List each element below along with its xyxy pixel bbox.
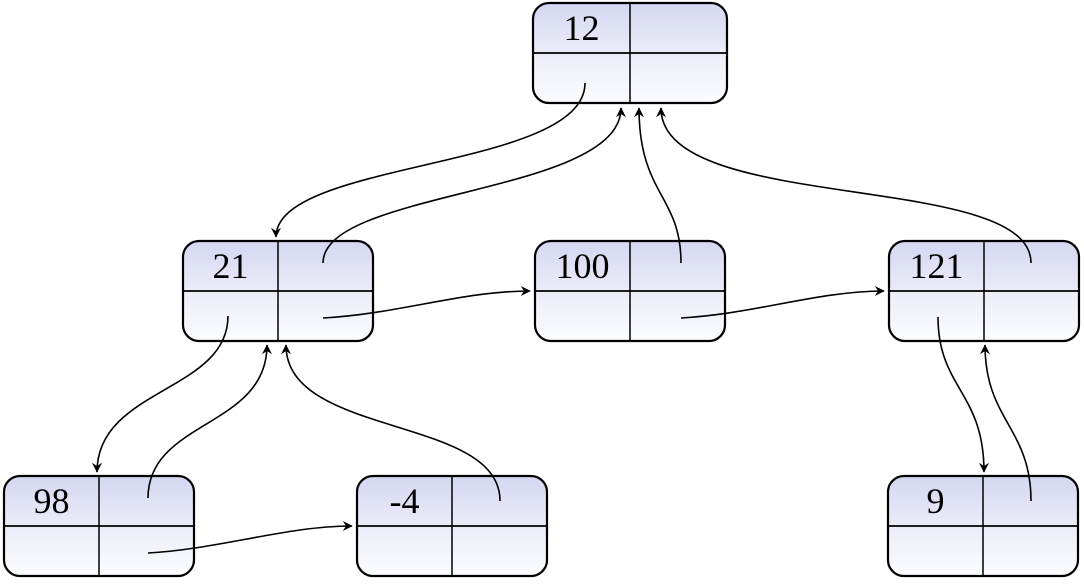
edges-layer [92,82,1032,554]
edge-child-12-to-21 [271,82,586,238]
node-value-label: -4 [390,481,420,521]
edge-sibling-21-to-100 [322,286,531,319]
tree-node-98: 98 [2,474,196,578]
node-value-label: 12 [564,8,600,48]
edge-child-121-to-9 [937,316,989,473]
node-value-label: 98 [34,481,70,521]
edge-parent-21-to-12 [322,107,626,264]
tree-node--4: -4 [355,474,549,578]
node-value-label: 9 [927,481,945,521]
tree-node-121: 121 [887,239,1081,343]
edge-parent-100-to-12 [634,107,682,264]
tree-node-12: 12 [531,1,729,105]
edge-sibling-98-to--4 [147,521,353,554]
node-value-label: 21 [213,246,249,286]
tree-node-100: 100 [533,239,727,343]
edge-parent--4-to-21 [281,344,501,502]
edge-parent-9-to-121 [980,344,1032,502]
tree-node-9: 9 [886,474,1080,578]
edge-child-21-to-98 [92,315,229,473]
edge-sibling-100-to-121 [680,286,885,319]
node-value-label: 100 [556,246,610,286]
node-value-label: 121 [910,246,964,286]
tree-node-21: 21 [181,239,375,343]
edge-parent-98-to-21 [147,344,272,499]
edge-parent-121-to-12 [656,107,1032,264]
